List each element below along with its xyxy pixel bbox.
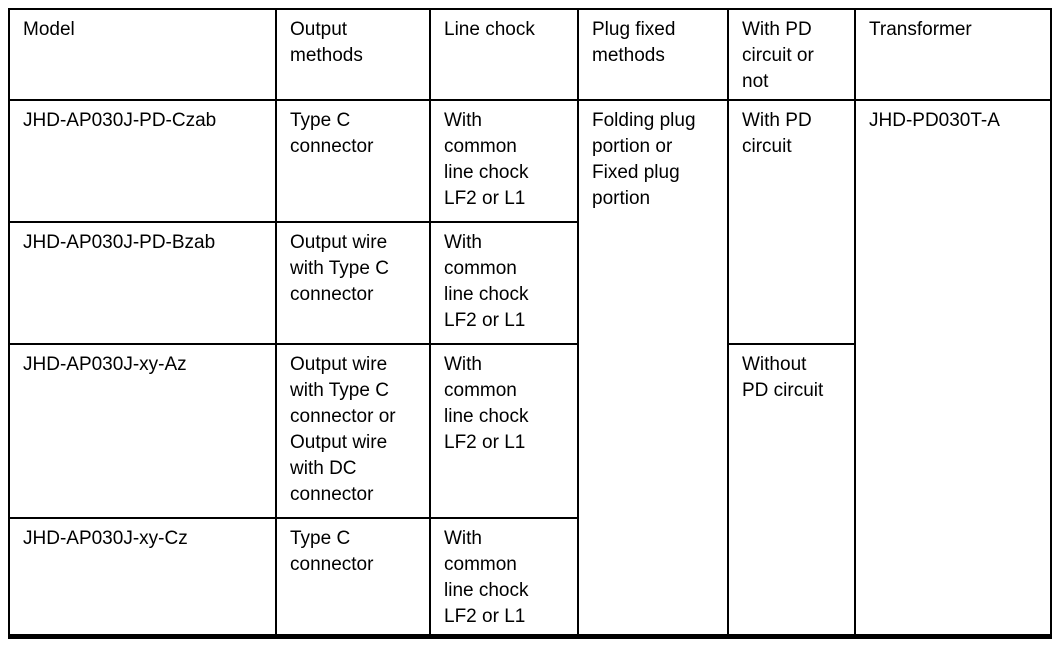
line-chock-cell: With common line chock LF2 or L1: [429, 221, 579, 345]
line-chock-cell: With common line chock LF2 or L1: [429, 517, 579, 638]
with-pd-circuit-cell: With PD circuit: [727, 99, 856, 345]
col-header-transformer: Transformer: [854, 8, 1052, 101]
model-cell: JHD-AP030J-xy-Az: [8, 343, 277, 519]
table-row: JHD-AP030J-PD-Bzab Output wire with Type…: [8, 221, 1051, 345]
header-row: Model Output methods Line chock Plug fix…: [8, 8, 1052, 101]
line-chock-cell: With common line chock LF2 or L1: [429, 99, 579, 223]
output-methods-cell: Type C connector: [275, 99, 431, 223]
spec-table: Model Output methods Line chock Plug fix…: [8, 8, 1052, 639]
col-header-line-chock: Line chock: [429, 8, 579, 101]
table-row: JHD-AP030J-xy-Cz Type C connector With c…: [8, 517, 1051, 638]
model-cell: JHD-AP030J-PD-Bzab: [8, 221, 277, 345]
output-methods-cell: Output wire with Type C connector or Out…: [275, 343, 431, 519]
col-header-model: Model: [8, 8, 277, 101]
col-header-plug-fixed-methods: Plug fixed methods: [577, 8, 729, 101]
line-chock-cell: With common line chock LF2 or L1: [429, 343, 579, 519]
transformer-cell: JHD-PD030T-A: [854, 99, 1052, 638]
without-pd-circuit-cell: Without PD circuit: [727, 343, 856, 638]
plug-fixed-methods-cell: Folding plug portion or Fixed plug porti…: [577, 99, 729, 638]
col-header-pd-circuit: With PD circuit or not: [727, 8, 856, 101]
output-methods-cell: Type C connector: [275, 517, 431, 638]
model-cell: JHD-AP030J-xy-Cz: [8, 517, 277, 638]
col-header-output-methods: Output methods: [275, 8, 431, 101]
table-row: JHD-AP030J-xy-Az Output wire with Type C…: [8, 343, 1051, 638]
table-row: JHD-AP030J-PD-Czab Type C connector With…: [8, 99, 1052, 638]
output-methods-cell: Output wire with Type C connector: [275, 221, 431, 345]
model-cell: JHD-AP030J-PD-Czab: [8, 99, 277, 223]
